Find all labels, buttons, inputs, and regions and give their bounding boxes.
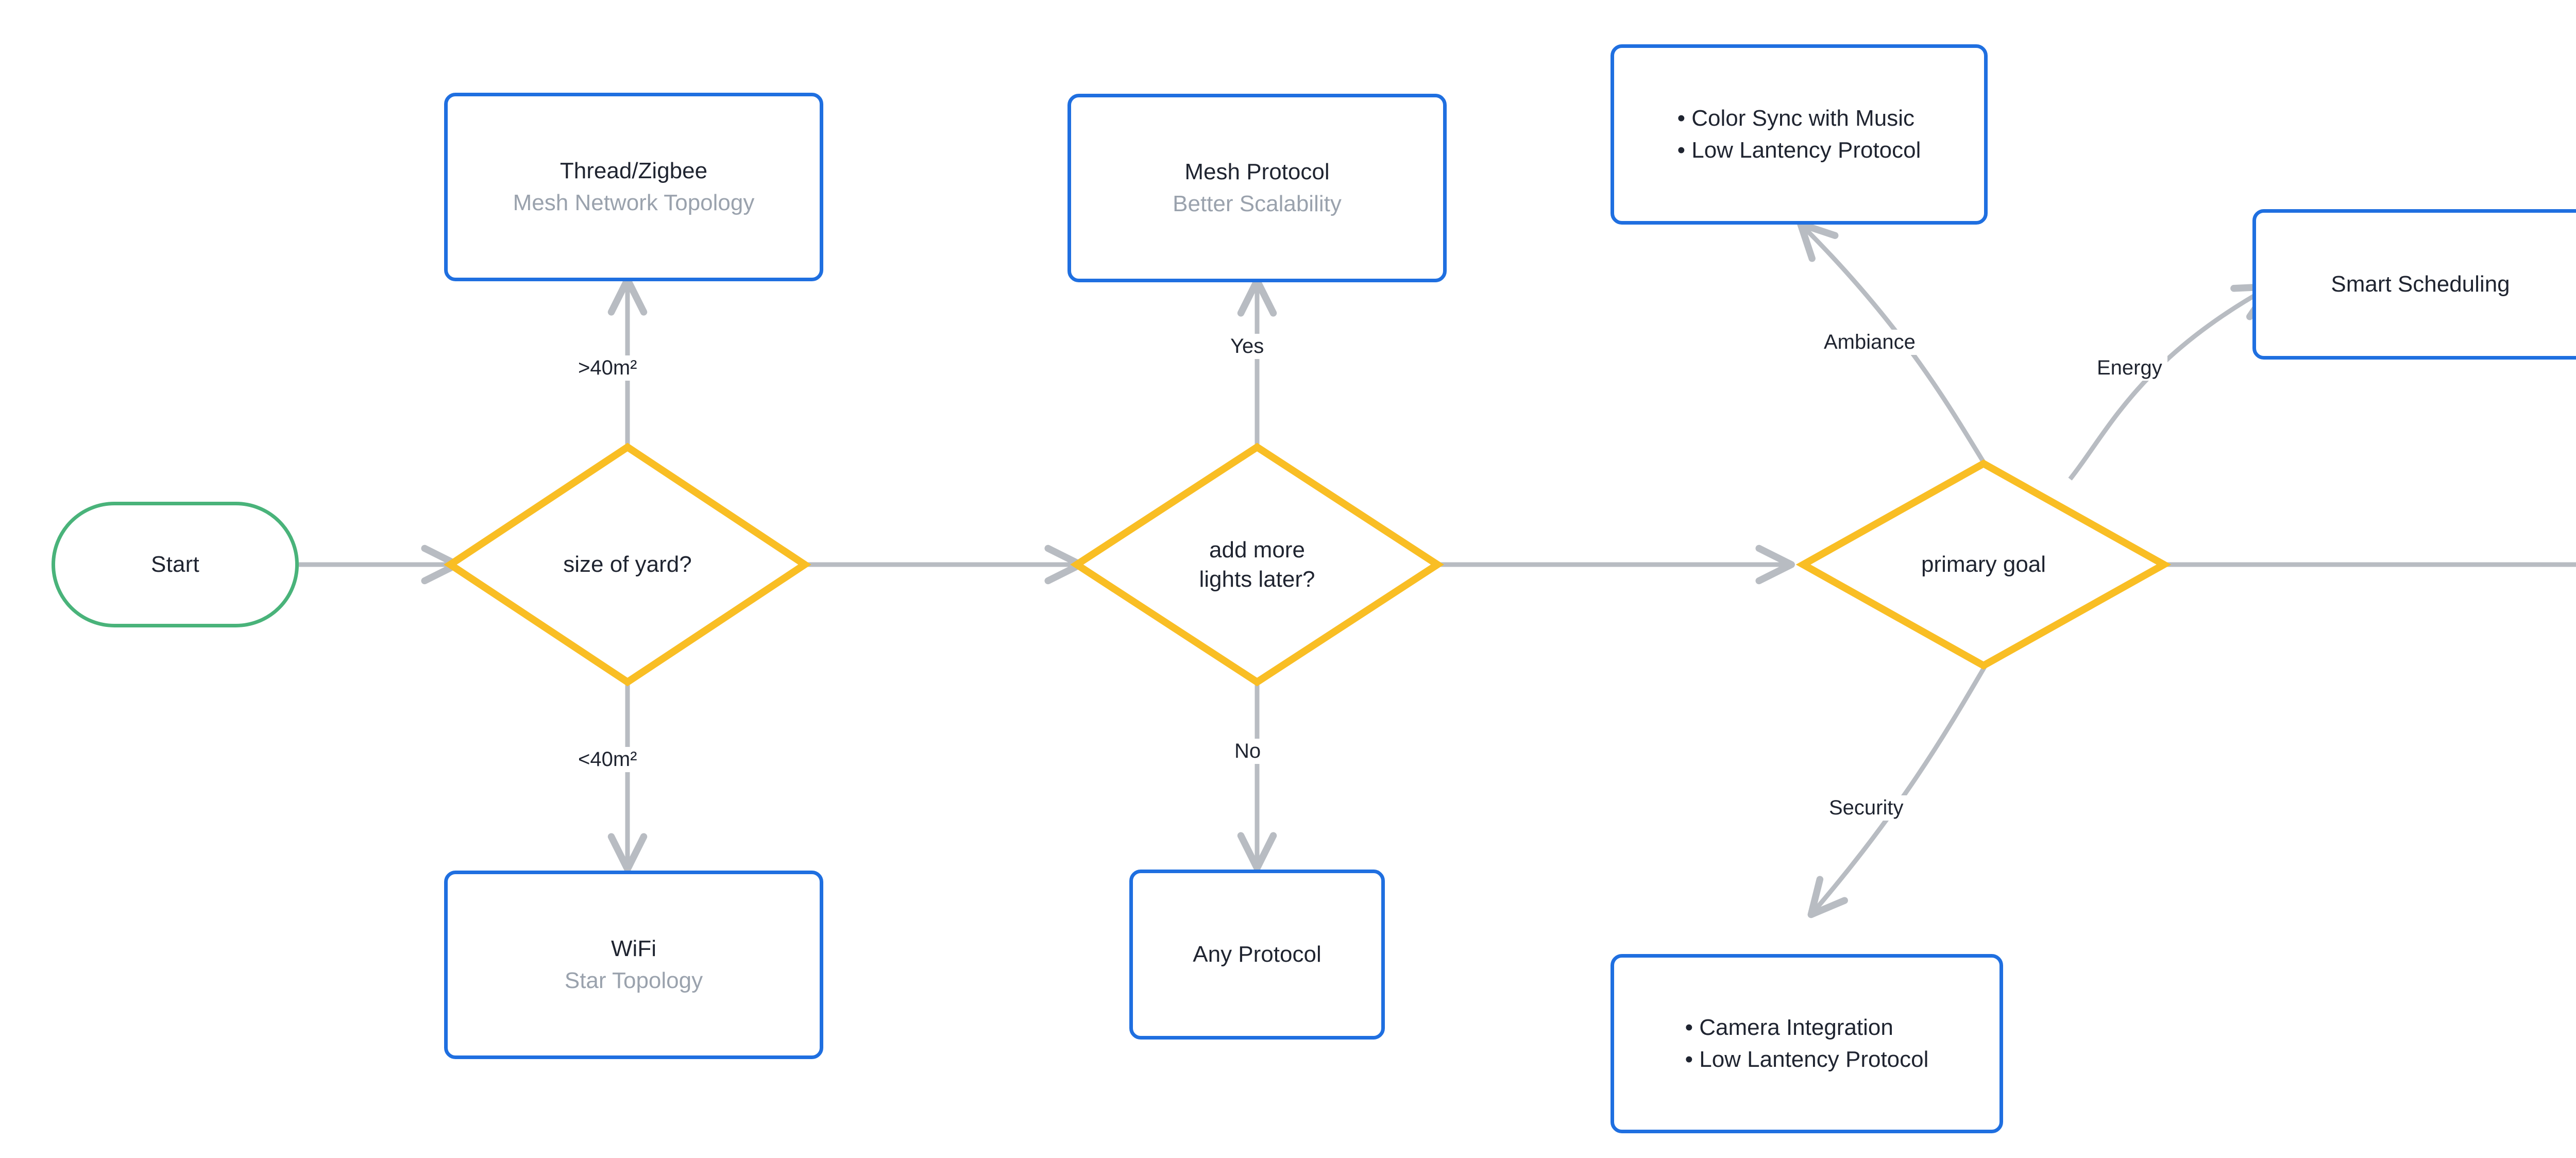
edge-label-ambiance: Ambiance xyxy=(1819,330,1921,355)
node-ambiance-result[interactable]: • Color Sync with Music • Low Lantency P… xyxy=(1611,44,1988,225)
node-smart-scheduling[interactable]: Smart Scheduling xyxy=(2252,209,2576,360)
node-start[interactable]: Start xyxy=(52,502,299,627)
node-thread-zigbee[interactable]: Thread/Zigbee Mesh Network Topology xyxy=(444,93,823,281)
bullet-item: • Low Lantency Protocol xyxy=(1685,1047,1929,1072)
node-thread-zigbee-subtitle: Mesh Network Topology xyxy=(513,190,755,215)
node-wifi[interactable]: WiFi Star Topology xyxy=(444,871,823,1059)
node-ambiance-result-bullets: • Color Sync with Music • Low Lantency P… xyxy=(1677,103,1921,167)
bullet-item: • Low Lantency Protocol xyxy=(1677,138,1921,163)
decision-primary-goal[interactable] xyxy=(1795,459,2172,670)
node-mesh-protocol-title: Mesh Protocol xyxy=(1184,159,1330,184)
edge-label-gt40: >40m² xyxy=(573,355,642,381)
bullet-item: • Camera Integration xyxy=(1685,1014,1893,1040)
edge-label-energy: Energy xyxy=(2092,355,2167,381)
edge-label-no: No xyxy=(1229,739,1266,764)
edge-primary-goal-to-security-result xyxy=(1807,662,1989,918)
node-any-protocol-title: Any Protocol xyxy=(1193,941,1321,967)
edge-label-yes: Yes xyxy=(1225,334,1269,359)
node-any-protocol[interactable]: Any Protocol xyxy=(1129,870,1385,1040)
bullet-item: • Color Sync with Music xyxy=(1677,105,1915,131)
node-security-result[interactable]: • Camera Integration • Low Lantency Prot… xyxy=(1611,954,2003,1133)
node-mesh-protocol[interactable]: Mesh Protocol Better Scalability xyxy=(1067,94,1447,282)
node-thread-zigbee-title: Thread/Zigbee xyxy=(560,158,708,183)
node-start-label: Start xyxy=(151,552,199,577)
node-security-result-bullets: • Camera Integration • Low Lantency Prot… xyxy=(1685,1012,1929,1076)
edge-label-lt40: <40m² xyxy=(573,747,642,772)
node-wifi-subtitle: Star Topology xyxy=(564,968,703,993)
node-wifi-title: WiFi xyxy=(611,935,656,961)
edge-label-security: Security xyxy=(1824,795,1909,821)
decision-size-of-yard[interactable] xyxy=(444,442,811,687)
node-smart-scheduling-title: Smart Scheduling xyxy=(2331,271,2510,297)
edge-primary-goal-to-smart-scheduling xyxy=(2068,283,2274,481)
edge-primary-goal-to-ambiance-result xyxy=(1797,220,1990,470)
decision-add-more-lights[interactable] xyxy=(1070,442,1444,687)
node-mesh-protocol-subtitle: Better Scalability xyxy=(1173,191,1342,216)
